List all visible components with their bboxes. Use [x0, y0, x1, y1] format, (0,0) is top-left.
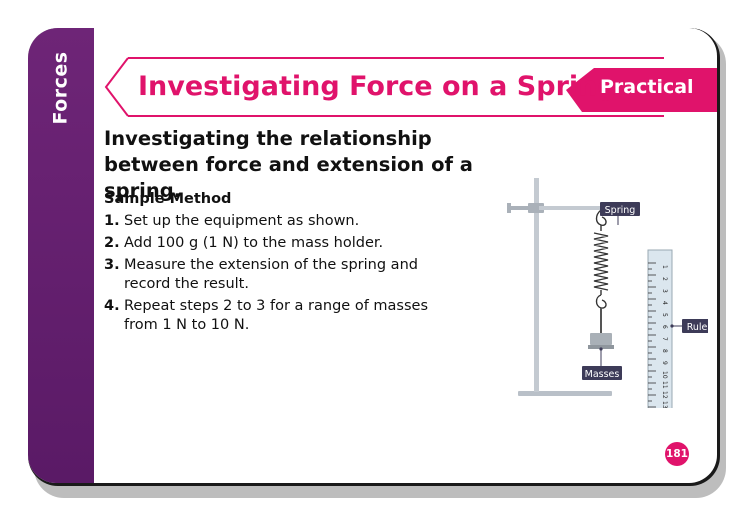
step-text: Measure the extension of the spring and … — [124, 257, 418, 292]
ruler-tick-label: 2 — [661, 277, 668, 281]
method-steps: 1. Set up the equipment as shown. 2. Add… — [104, 212, 454, 338]
stand-base — [518, 391, 612, 396]
subheading: Investigating the relationship between f… — [104, 127, 473, 202]
sidebar-section-label: Forces — [28, 28, 94, 148]
ruler-tick-labels: 1 2 3 4 5 6 7 8 9 10 11 12 13 14 15 — [661, 265, 668, 408]
page-card-inner: Forces Investigating Force on a Spring P… — [28, 28, 717, 483]
title-banner-shape — [104, 57, 717, 117]
spring-label-text: Spring — [605, 205, 636, 216]
clamp-arm — [539, 206, 605, 210]
step-text: Add 100 g (1 N) to the mass holder. — [124, 235, 384, 251]
ruler-tick-label: 10 — [661, 371, 668, 379]
method-step-3: 3. Measure the extension of the spring a… — [104, 256, 454, 294]
step-text: Repeat steps 2 to 3 for a range of masse… — [124, 298, 429, 333]
masses-label: Masses — [582, 366, 622, 380]
step-number: 3. — [104, 257, 120, 273]
method-step-4: 4. Repeat steps 2 to 3 for a range of ma… — [104, 297, 454, 335]
ruler-tick-label: 9 — [661, 361, 668, 365]
step-number: 1. — [104, 213, 120, 229]
masses-label-text: Masses — [585, 369, 620, 380]
practical-badge: Practical — [600, 76, 694, 98]
sidebar-strip: Forces — [28, 28, 94, 483]
step-number: 2. — [104, 235, 120, 251]
clamp-screw-knob — [507, 203, 511, 213]
ruler-tick-label: 13 — [661, 401, 668, 408]
method-step-2: 2. Add 100 g (1 N) to the mass holder. — [104, 234, 454, 253]
ruler-tick-label: 7 — [661, 337, 668, 341]
ruler-label: Ruler — [682, 319, 708, 333]
page-number-badge: 181 — [665, 442, 689, 466]
stand-pole — [534, 178, 539, 392]
page-card: Forces Investigating Force on a Spring P… — [28, 28, 720, 486]
spring-label: Spring — [600, 202, 640, 216]
ruler-tick-label: 1 — [661, 265, 668, 269]
method-title: Sample Method — [104, 191, 232, 207]
spring — [593, 209, 609, 309]
clamp-screw — [510, 206, 528, 210]
ruler-tick-label: 12 — [661, 391, 668, 399]
title-banner: Investigating Force on a Spring — [104, 56, 717, 118]
step-text: Set up the equipment as shown. — [124, 213, 360, 229]
ruler-tick-label: 4 — [661, 301, 668, 305]
spring-apparatus-diagram: 1 2 3 4 5 6 7 8 9 10 11 12 13 14 15 — [507, 178, 708, 408]
ruler-tick-label: 11 — [661, 381, 668, 389]
ruler-label-text: Ruler — [687, 322, 708, 333]
method-step-1: 1. Set up the equipment as shown. — [104, 212, 454, 231]
ruler-tick-label: 5 — [661, 313, 668, 317]
ruler-tick-label: 6 — [661, 325, 668, 329]
step-number: 4. — [104, 298, 120, 314]
masses — [590, 333, 612, 345]
ruler-tick-label: 8 — [661, 349, 668, 353]
ruler-tick-label: 3 — [661, 289, 668, 293]
mass-holder — [588, 345, 614, 349]
ruler-ticks — [648, 262, 656, 408]
page-title: Investigating Force on a Spring — [138, 71, 617, 102]
mass-hanger-rod — [600, 308, 602, 333]
clamp-boss — [528, 203, 544, 213]
sidebar-label-text: Forces — [50, 51, 72, 125]
